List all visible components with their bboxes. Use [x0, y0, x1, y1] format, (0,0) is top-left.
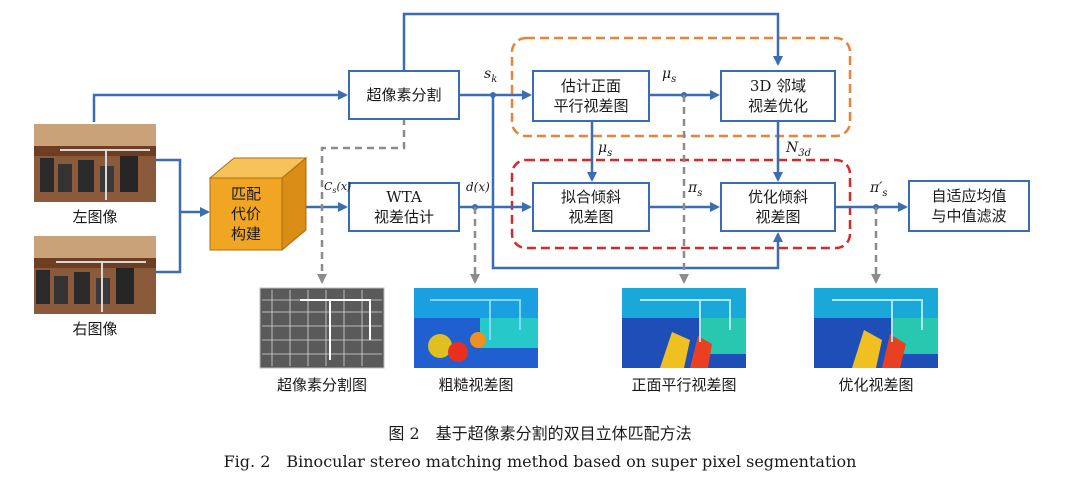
mu-s-top-symbol: μs [662, 66, 677, 85]
coarse-disparity-label: 粗糙视差图 [438, 376, 514, 394]
superpixel-segmentation-box: 超像素分割 [348, 70, 460, 120]
adaptive-label-line2: 与中值滤波 [931, 207, 1007, 225]
red-group-outline [510, 158, 852, 250]
neigh-label-line1: 3D 邻域 [749, 77, 807, 95]
optimized-disparity-thumbnail [814, 288, 938, 368]
optimized-disparity-label: 优化视差图 [838, 376, 914, 394]
arrow-right-image-to-cost [156, 207, 210, 274]
superpixel-map-label: 超像素分割图 [276, 376, 367, 394]
superpixel-label: 超像素分割 [366, 86, 442, 104]
cost-cube [208, 156, 308, 252]
coarse-disparity-thumbnail [414, 288, 538, 368]
arrow-left-to-superpixel [92, 90, 348, 122]
optimize-slanted-box: 优化倾斜 视差图 [720, 182, 836, 232]
sk-symbol: sk [484, 66, 498, 85]
left-image-label: 左图像 [72, 208, 118, 226]
left-image-photo [34, 124, 156, 202]
figure-caption-english: Fig. 2 Binocular stereo matching method … [223, 452, 857, 471]
neighborhood-optimization-box: 3D 邻域 视差优化 [720, 70, 836, 122]
adaptive-label-line1: 自适应均值 [931, 187, 1007, 205]
neigh-label-line2: 视差优化 [747, 97, 808, 115]
right-image-photo [34, 236, 156, 314]
figure-caption-chinese: 图 2 基于超像素分割的双目立体匹配方法 [388, 424, 692, 443]
wta-label-line2: 视差估计 [373, 208, 434, 226]
cost-label-line2: 代价 [230, 205, 261, 223]
pi-s-symbol: πs [688, 180, 703, 199]
dx-symbol: d(x) [466, 180, 490, 194]
fit-label-line2: 视差图 [568, 208, 614, 226]
fronto-label-line2: 平行视差图 [553, 97, 629, 115]
orange-group-outline [510, 36, 852, 138]
fit-slanted-box: 拟合倾斜 视差图 [532, 182, 650, 232]
cost-label-line3: 构建 [230, 225, 261, 243]
wta-estimation-box: WTA 视差估计 [348, 182, 460, 232]
fronto-disparity-label: 正面平行视差图 [631, 376, 737, 394]
pi-s-prime-symbol: π′s [870, 180, 888, 199]
n3d-symbol: N3d [786, 140, 812, 159]
adaptive-filter-box: 自适应均值 与中值滤波 [908, 180, 1030, 232]
wta-label-line1: WTA [386, 188, 422, 206]
superpixel-map-thumbnail [259, 287, 385, 369]
optslant-label-line1: 优化倾斜 [747, 188, 808, 206]
optslant-label-line2: 视差图 [755, 208, 801, 226]
fronto-parallel-box: 估计正面 平行视差图 [532, 70, 650, 122]
mu-s-mid-symbol: μs [598, 140, 613, 159]
fronto-disparity-thumbnail [622, 288, 746, 368]
cost-symbol: Cs(x) [324, 180, 352, 196]
arrow-left-image-to-cost [156, 158, 182, 212]
arrow-superpixel-to-neigh [402, 12, 783, 72]
right-image-label: 右图像 [72, 320, 118, 338]
arrow-sk-to-optslant [491, 95, 783, 270]
cost-cube-label: 匹配 代价 构建 [210, 184, 282, 244]
fit-label-line1: 拟合倾斜 [560, 188, 621, 206]
fronto-label-line1: 估计正面 [560, 77, 621, 95]
cost-label-line1: 匹配 [230, 185, 261, 203]
dash-superpixel-to-map [317, 118, 406, 284]
